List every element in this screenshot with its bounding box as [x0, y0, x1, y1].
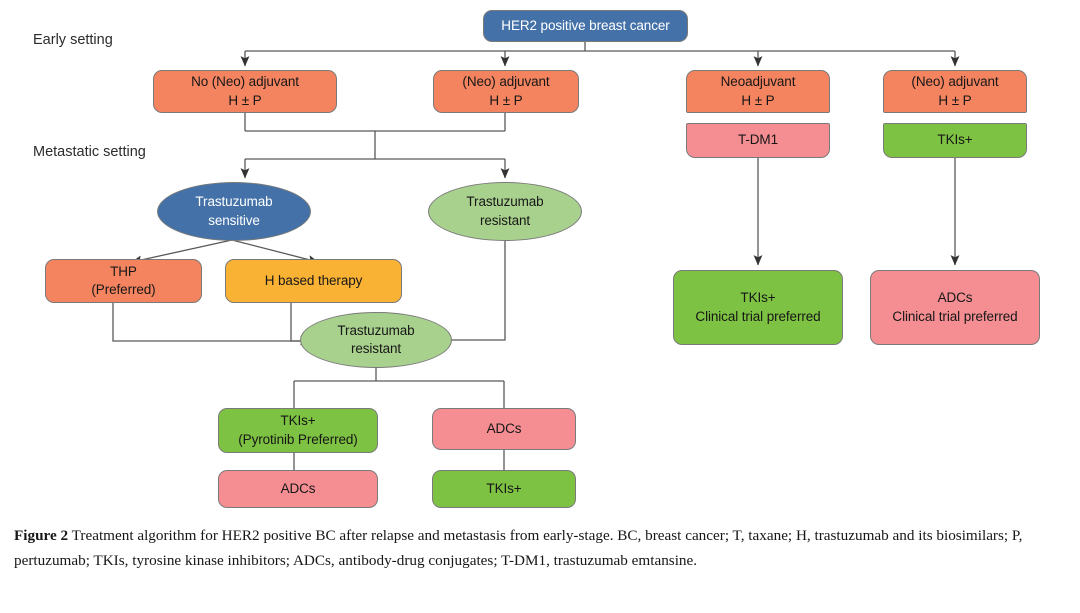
node-line: H based therapy [264, 272, 363, 288]
node-line: Trastuzumab [195, 194, 273, 210]
node-line: (Pyrotinib Preferred) [238, 431, 358, 447]
node-line: TKIs+ [937, 132, 973, 148]
node-line: resistant [479, 212, 531, 228]
node-neoadjuvant-right[interactable]: Neoadjuvant H ± P [686, 70, 830, 113]
node-line: HER2 positive breast cancer [501, 17, 670, 33]
node-tkis-bottom-mid[interactable]: TKIs+ [432, 470, 576, 508]
figure-caption-label: Figure 2 [14, 527, 69, 544]
node-t-dm1[interactable]: T-DM1 [686, 123, 830, 158]
section-label-early: Early setting [33, 32, 113, 48]
node-line: (Neo) adjuvant [462, 74, 550, 90]
node-line: Trastuzumab [466, 194, 544, 210]
node-line: H ± P [741, 92, 775, 108]
flowchart-diagram: Early setting Metastatic setting HER2 po… [33, 10, 1040, 508]
node-line: TKIs+ [280, 413, 316, 429]
node-neo-adjuvant-left[interactable]: (Neo) adjuvant H ± P [433, 70, 579, 113]
section-label-metastatic: Metastatic setting [33, 144, 146, 160]
node-no-neo-adjuvant[interactable]: No (Neo) adjuvant H ± P [153, 70, 337, 113]
figure-caption: Figure 2 Treatment algorithm for HER2 po… [14, 524, 1066, 573]
node-line: (Neo) adjuvant [911, 74, 999, 90]
node-her2-positive-breast-cancer[interactable]: HER2 positive breast cancer [483, 10, 688, 42]
node-line: Clinical trial preferred [695, 308, 821, 324]
node-line: TKIs+ [486, 480, 522, 496]
node-line: Trastuzumab [337, 322, 415, 338]
node-line: ADCs [280, 480, 316, 496]
node-line: No (Neo) adjuvant [191, 74, 299, 90]
node-trastuzumab-resistant-upper[interactable]: Trastuzumab resistant [428, 182, 582, 241]
node-line: TKIs+ [740, 290, 776, 306]
node-line: Clinical trial preferred [892, 308, 1018, 324]
node-line: ADCs [486, 420, 522, 436]
node-line: T-DM1 [737, 132, 778, 148]
node-line: H ± P [938, 92, 972, 108]
node-neo-adjuvant-far-right[interactable]: (Neo) adjuvant H ± P [883, 70, 1027, 113]
node-line: H ± P [228, 92, 262, 108]
node-trastuzumab-resistant-lower[interactable]: Trastuzumab resistant [300, 312, 452, 368]
node-line: THP [110, 263, 137, 279]
node-tkis-pyrotinib-preferred[interactable]: TKIs+ (Pyrotinib Preferred) [218, 408, 378, 453]
node-adcs-mid[interactable]: ADCs [432, 408, 576, 450]
node-line: Neoadjuvant [720, 74, 796, 90]
node-adcs-clinical-trial-preferred[interactable]: ADCs Clinical trial preferred [870, 270, 1040, 345]
node-h-based-therapy[interactable]: H based therapy [225, 259, 402, 303]
node-line: (Preferred) [91, 282, 156, 297]
conn-thp-to-resistant-lower [112, 302, 311, 346]
node-line: resistant [350, 341, 402, 356]
figure-caption-body: Treatment algorithm for HER2 positive BC… [14, 527, 1023, 569]
node-line: sensitive [208, 212, 260, 228]
node-tkis-clinical-trial-preferred[interactable]: TKIs+ Clinical trial preferred [673, 270, 843, 345]
node-tkis-far-right[interactable]: TKIs+ [883, 123, 1027, 158]
node-adcs-bottom-left[interactable]: ADCs [218, 470, 378, 508]
node-line: H ± P [489, 92, 523, 108]
node-thp-preferred[interactable]: THP (Preferred) [45, 259, 202, 303]
node-line: ADCs [937, 290, 973, 306]
node-trastuzumab-sensitive[interactable]: Trastuzumab sensitive [157, 182, 311, 241]
conn-resistant-upper-to-lower [442, 240, 506, 341]
